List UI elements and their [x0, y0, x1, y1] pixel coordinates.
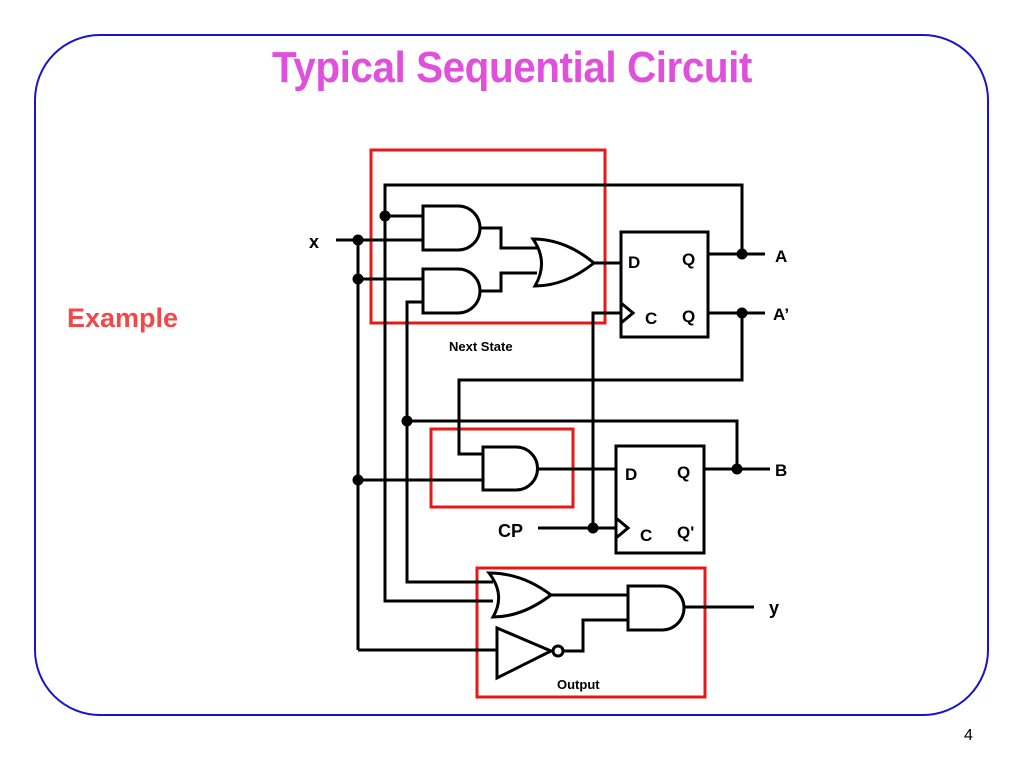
and-gate-4: [626, 584, 686, 632]
output-box: [475, 566, 707, 699]
not-gate: [495, 625, 565, 681]
clock-cp-label: CP: [498, 521, 523, 541]
and-gate-3: [481, 445, 539, 492]
wire-clock: [538, 311, 621, 530]
wire-b-feedback: [405, 300, 739, 584]
ffb-d-label: D: [625, 465, 637, 484]
wire-not-and4: [563, 618, 628, 653]
example-label: Example: [67, 303, 179, 333]
flip-flop-a: D Q C Q: [619, 230, 710, 339]
wire-and2-or: [480, 271, 537, 293]
ffb-q-label: Q: [677, 463, 690, 482]
junction-dot: [352, 234, 364, 246]
output-a-not-label: A’: [773, 305, 789, 324]
wire-and1-or: [480, 226, 537, 250]
next-state-box: [369, 148, 607, 325]
output-a-label: A: [775, 247, 787, 266]
and-gate-2: [421, 267, 482, 315]
slide-frame: [34, 34, 989, 716]
wire-a-feedback: [383, 183, 744, 603]
junction-dot: [401, 415, 413, 427]
junction-dot: [736, 248, 748, 260]
ffa-d-label: D: [628, 253, 640, 272]
wire-x: [336, 238, 500, 652]
junction-dots: [352, 210, 748, 534]
next-state-label: Next State: [449, 339, 513, 354]
ffb-c-label: C: [640, 526, 652, 545]
junction-dot: [379, 210, 391, 222]
output-b-label: B: [775, 461, 787, 480]
flip-flop-b: D Q C Q': [614, 444, 706, 555]
and-gate-1: [421, 204, 482, 252]
junction-dot: [587, 522, 599, 534]
input-x-label: x: [309, 232, 319, 252]
page-number: 4: [964, 727, 973, 744]
or-gate-1: [530, 237, 597, 288]
junction-dot: [731, 463, 743, 475]
ffa-qnot-label: Q: [682, 307, 695, 326]
inverter-bubble: [551, 644, 565, 658]
ffa-q-label: Q: [682, 250, 695, 269]
ffb-qnot-label: Q': [677, 523, 694, 542]
junction-dot: [736, 307, 748, 319]
junction-dot: [352, 474, 364, 486]
junction-dot: [352, 273, 364, 285]
output-y-label: y: [769, 598, 779, 618]
slide-title: Typical Sequential Circuit: [272, 43, 752, 92]
output-region-label: Output: [557, 677, 600, 692]
or-gate-2: [485, 571, 554, 619]
ffa-c-label: C: [645, 309, 657, 328]
wire-a-not-feedback: [457, 313, 744, 456]
